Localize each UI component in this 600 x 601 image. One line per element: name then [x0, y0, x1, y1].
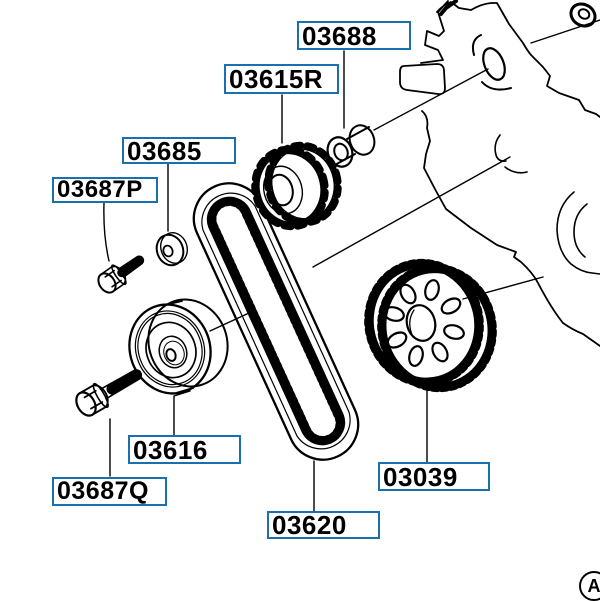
part-number-text: 03687Q — [57, 479, 149, 504]
part-number-text: 03687P — [57, 178, 143, 202]
part-label-03615r[interactable]: 03615R — [224, 64, 339, 94]
pulley-back — [136, 288, 239, 397]
engine-block-outline — [400, 1, 600, 346]
sprocket-lightening-hole — [439, 295, 463, 316]
sprocket-lightening-hole — [429, 340, 450, 364]
sprocket-lightening-hole — [407, 345, 425, 368]
bolt-head-face — [95, 270, 119, 296]
part-number-text: 03615R — [229, 66, 323, 92]
view-marker-letter: A — [588, 576, 600, 597]
spacer-bushing-drawing — [324, 122, 379, 170]
spacer-back-face — [346, 122, 379, 158]
engine-block-drawing — [400, 0, 600, 346]
part-number-text: 03616 — [133, 437, 208, 463]
part-label-03687q[interactable]: 03687Q — [52, 477, 167, 506]
sprocket-lightening-hole — [443, 323, 466, 341]
part-number-text: 03039 — [383, 464, 458, 490]
bolt-threads — [112, 375, 136, 389]
part-number-text: 03620 — [272, 512, 347, 538]
sprocket-lightening-hole — [423, 279, 441, 302]
part-number-text: 03685 — [127, 138, 202, 164]
engine-detail-curves — [495, 135, 600, 274]
tensioner-pulley-drawing — [117, 288, 240, 405]
crankshaft-sprocket-drawing — [355, 251, 505, 400]
part-number-text: 03688 — [302, 23, 377, 49]
engine-boss-hole — [479, 45, 509, 83]
engine-boss-arcs — [473, 35, 511, 90]
sprocket-center-hole — [403, 302, 439, 344]
part-label-03687p[interactable]: 03687P — [52, 177, 158, 203]
pulley-hub-ring — [155, 332, 191, 371]
belt-back-line — [202, 193, 350, 449]
part-label-03620[interactable]: 03620 — [267, 511, 380, 539]
washer-drawing — [152, 229, 191, 269]
short-flange-bolt-drawing — [94, 249, 149, 297]
part-label-03688[interactable]: 03688 — [297, 21, 411, 50]
long-flange-bolt-drawing — [72, 361, 147, 420]
part-label-03616[interactable]: 03616 — [128, 435, 241, 464]
part-label-03039[interactable]: 03039 — [378, 462, 490, 491]
part-label-03685[interactable]: 03685 — [122, 137, 236, 164]
